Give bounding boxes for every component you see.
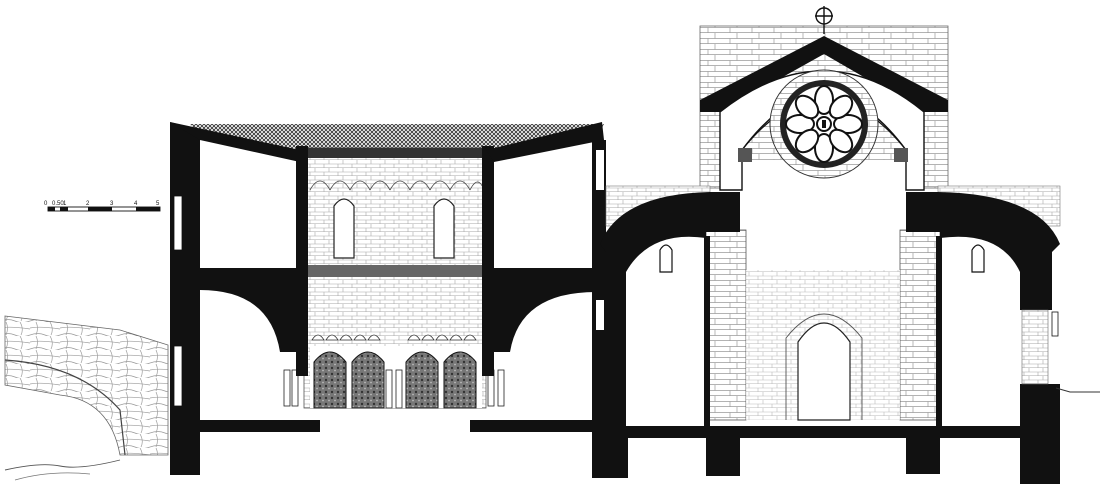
church-section [600, 6, 1100, 484]
upper-window-left [333, 198, 355, 259]
scale-tick-1: 1 [63, 201, 67, 207]
gable-roof [700, 36, 948, 112]
bridge-masonry [4, 315, 169, 481]
cloister-section [170, 122, 628, 478]
scale-tick-0: 0 [44, 201, 48, 207]
scale-tick-2: 2 [86, 201, 90, 207]
rose-window [769, 69, 879, 179]
scale-tick-5: 5 [156, 201, 160, 207]
scale-tick-4: 4 [134, 201, 138, 207]
scale-tick-half: 0.50 [52, 201, 64, 207]
main-doorway [797, 322, 851, 421]
cross-finial [815, 6, 833, 34]
scale-bar: 0 0.50 1 2 3 4 5 [44, 201, 161, 212]
roof-tiles [190, 124, 604, 150]
aisle-vaults [600, 192, 1060, 484]
scale-tick-3: 3 [110, 201, 114, 207]
upper-window-right [433, 198, 455, 259]
